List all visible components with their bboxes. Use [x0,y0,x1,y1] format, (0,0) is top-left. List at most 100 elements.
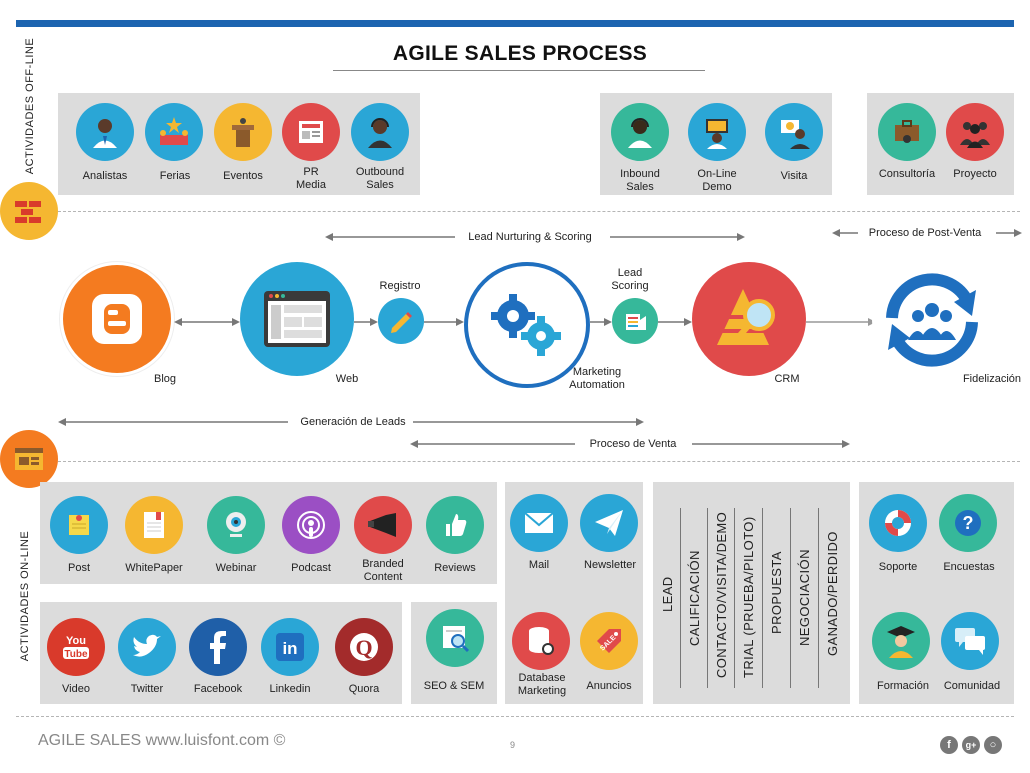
registro-label: Registro [379,280,421,292]
lead-scoring-label: Lead Scoring [611,267,649,292]
blog-node [60,262,174,376]
facebook-icon [189,618,247,676]
pr-media-icon [282,103,340,161]
web-label: Web [335,373,359,385]
proyecto-icon [946,103,1004,161]
brick-wall-icon [0,182,58,240]
fidelizacion-label: Fidelización [962,373,1022,385]
online-panel-stages [653,482,850,704]
webinar-icon [207,496,265,554]
facebook-label: Facebook [193,683,243,695]
database-marketing-label: Database Marketing [517,672,567,697]
stage-propuesta: PROPUESTA [769,551,784,634]
analistas-label: Analistas [82,170,128,182]
webinar-label: Webinar [215,562,257,574]
stage-divider-1 [680,508,681,688]
linkedin-label: Linkedin [269,683,311,695]
whitepaper-icon [125,496,183,554]
googleplus-social-icon[interactable]: g+ [962,736,980,754]
soporte-icon [869,494,927,552]
whitepaper-label: WhitePaper [125,562,183,574]
linkedin-icon: in [261,618,319,676]
scoring-crm-arrow [658,315,692,329]
eventos-icon [214,103,272,161]
ferias-icon [145,103,203,161]
stage-contacto: CONTACTO/VISITA/DEMO [714,511,729,678]
online-demo-icon [688,103,746,161]
quora-icon: Q [335,618,393,676]
online-demo-label: On-Line Demo [697,168,737,193]
venta-label: Proceso de Venta [589,438,677,450]
mail-icon [510,494,568,552]
stage-divider-4 [762,508,763,688]
stage-divider-2 [707,508,708,688]
consultoria-label: Consultoría [878,168,936,180]
ma-scoring-arrow [590,315,612,329]
web-registro-arrow [354,315,378,329]
branded-content-icon [354,496,412,554]
svg-text:?: ? [963,513,974,533]
video-label: Video [62,683,90,695]
online-side-label: ACTIVIDADES ON-LINE [19,530,31,662]
marketing-automation-node [464,262,590,388]
consultoria-icon [878,103,936,161]
top-accent-bar [16,20,1014,27]
reviews-label: Reviews [434,562,476,574]
svg-text:Q: Q [355,635,372,660]
post-venta-arrow [832,225,1022,241]
formacion-label: Formación [877,680,929,692]
twitter-icon [118,618,176,676]
stage-lead: LEAD [660,576,675,612]
offline-side-label: ACTIVIDADES OFF-LINE [24,37,36,175]
stage-calificacion: CALIFICACIÓN [687,550,702,646]
comunidad-icon [941,612,999,670]
registro-pencil-icon [378,298,424,344]
venta-arrow [410,436,850,452]
lead-scoring-icon [612,298,658,344]
lead-nurturing-label: Lead Nurturing & Scoring [468,231,592,243]
facebook-social-icon[interactable]: f [940,736,958,754]
svg-text:You: You [66,635,86,647]
svg-text:Tube: Tube [64,649,88,660]
seo-sem-icon [426,609,484,667]
offline-divider [58,211,1020,212]
inbound-sales-label: Inbound Sales [620,168,660,193]
page-title: AGILE SALES PROCESS [392,42,648,65]
database-marketing-icon [512,612,570,670]
generacion-arrow [58,414,644,430]
anuncios-icon: SALE [580,612,638,670]
lead-nurturing-arrow [325,229,745,245]
analistas-icon [76,103,134,161]
outbound-sales-icon [351,103,409,161]
proyecto-label: Proyecto [953,168,997,180]
inbound-sales-icon [611,103,669,161]
twitter-label: Twitter [130,683,164,695]
post-venta-label: Proceso de Post-Venta [868,227,982,239]
comunidad-label: Comunidad [943,680,1001,692]
online-panel-content [40,482,497,584]
footer-brand: AGILE SALES www.luisfont.com © [38,732,286,749]
encuestas-icon: ? [939,494,997,552]
newsletter-icon [580,494,638,552]
mail-label: Mail [528,559,550,571]
soporte-label: Soporte [878,561,918,573]
blog-label: Blog [153,373,177,385]
footer-divider [16,716,1014,717]
pr-media-label: PR Media [296,166,326,191]
page-number: 9 [510,740,516,750]
generacion-label: Generación de Leads [300,416,406,428]
crm-node [692,262,806,376]
stage-divider-3 [734,508,735,688]
branded-content-label: Branded Content [362,558,404,583]
reviews-icon [426,496,484,554]
visita-label: Visita [780,170,808,182]
stage-trial: TRIAL (PRUEBA/PILOTO) [741,516,756,678]
generic-social-icon[interactable]: ○ [984,736,1002,754]
stage-ganado: GANADO/PERDIDO [825,531,840,656]
web-node [240,262,354,376]
anuncios-label: Anuncios [586,680,632,692]
svg-text:in: in [282,639,297,658]
podcast-label: Podcast [291,562,331,574]
post-label: Post [67,562,90,574]
